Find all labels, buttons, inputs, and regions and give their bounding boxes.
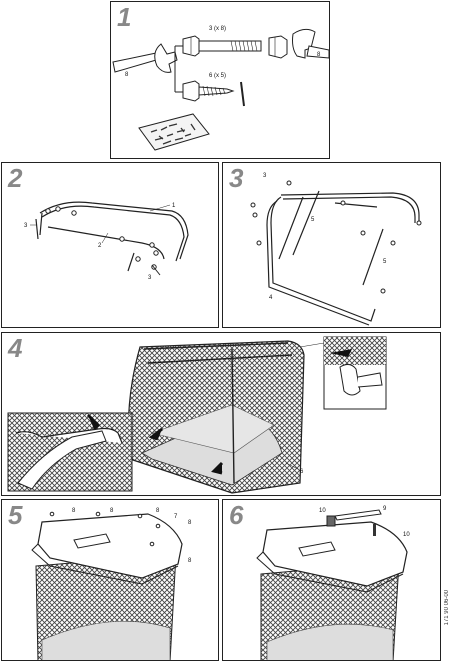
wrench-right-icon [292,28,329,59]
step-5-illustration: 8 8 8 7 8 8 [31,508,192,660]
frame-bolts [250,180,422,294]
label-8a: 8 [72,508,76,514]
step-3-number: 3 [229,163,244,193]
label-7: 7 [174,514,178,520]
frame-assembly [266,190,420,326]
step-4-number: 4 [8,333,23,363]
step-4-illustration: 6 [7,336,387,494]
screw-icon [182,80,235,102]
bolt-icon [182,35,262,57]
step-3-illustration: 3 5 5 4 [250,173,422,326]
step-6-panel: 6 10 9 10 [222,499,441,661]
label-6: 6 [300,469,304,475]
wrench-left-icon [112,43,178,73]
label-5b: 5 [383,259,387,265]
label-3: 3 [263,173,267,179]
pin-icon [240,81,245,107]
label-10b: 10 [403,532,410,538]
handle-part [326,509,382,536]
detail-inset-right [323,336,387,410]
bolt-quantity: 3 (x 8) [209,26,226,32]
document-id: 171 90 06-00 [444,590,450,626]
step-1-panel: 1 8 8 3 (x 8) [110,1,330,159]
step-4-panel: 4 6 [1,332,441,496]
label-5: 5 [311,217,315,223]
step-6-number: 6 [229,500,244,530]
rail-bolts [45,206,159,270]
label-10a: 10 [319,508,326,514]
detail-inset-left [7,412,133,492]
step-1-number: 1 [117,2,132,32]
step-5-panel: 5 8 8 8 7 8 8 [1,499,219,661]
nut-icon [268,35,288,59]
label-3b: 3 [148,275,152,281]
bracket [174,45,183,93]
frame-rails [35,201,189,272]
step-1-illustration: 8 8 3 (x 8) 6 (x 5) [112,26,329,151]
label-9: 9 [383,506,387,512]
grass-bag [260,561,400,660]
step-2-illustration: 1 2 3 3 [24,201,189,281]
arrow-icon [211,461,224,475]
label-3a: 3 [24,223,28,229]
arrow-icon [148,427,163,441]
label-8b: 8 [110,508,114,514]
hardware-bag-icon [138,113,210,151]
label-8e: 8 [188,558,192,564]
step-6-illustration: 10 9 10 [256,506,410,660]
label-1: 1 [172,203,176,209]
cover-bolts [49,511,161,547]
step-3-panel: 3 3 5 5 4 [222,162,441,328]
label-8c: 8 [156,508,160,514]
grass-bag [127,340,305,494]
step-2-panel: 2 1 2 3 3 [1,162,219,328]
label-2: 2 [98,243,102,249]
label-8d: 8 [188,520,192,526]
cover-part [256,521,408,593]
label-4: 4 [269,295,273,301]
step-2-number: 2 [8,163,23,193]
screw-quantity: 6 (x 5) [209,73,226,79]
grass-bag [35,553,177,660]
wrench-size-left: 8 [125,72,129,78]
cover-part [31,513,183,585]
step-5-number: 5 [8,500,23,530]
wrench-size-right: 8 [317,52,321,58]
